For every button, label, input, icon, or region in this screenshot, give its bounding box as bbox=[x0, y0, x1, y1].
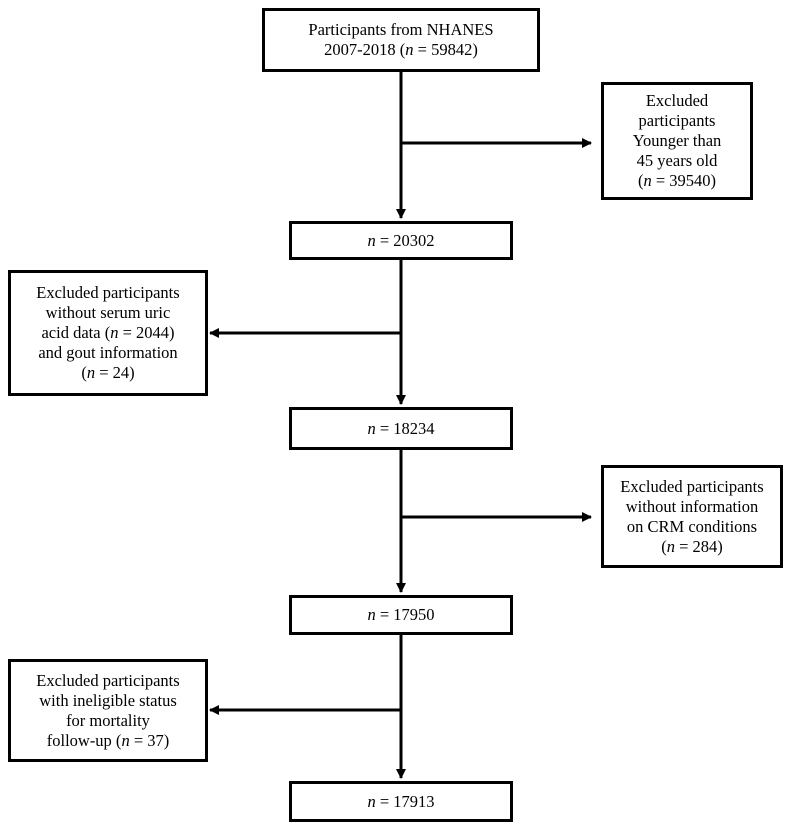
excluded-mortality-box: Excluded participants with ineligible st… bbox=[8, 659, 208, 762]
excl-crm-line2: without information bbox=[625, 496, 759, 516]
step2-label: n = 18234 bbox=[367, 418, 435, 438]
start-line1: Participants from NHANES bbox=[308, 20, 494, 39]
step4-box: n = 17913 bbox=[289, 781, 513, 822]
excl-mort-line4: follow-up (n = 37) bbox=[46, 730, 170, 750]
excl-uric-line1: Excluded participants bbox=[36, 283, 180, 302]
excl-mort-line1: Excluded participants bbox=[36, 670, 180, 690]
excluded-uric-box: Excluded participants without serum uric… bbox=[8, 270, 208, 396]
excl-crm-line3: on CRM conditions bbox=[626, 516, 758, 536]
step3-box: n = 17950 bbox=[289, 595, 513, 635]
step1-label: n = 20302 bbox=[367, 230, 435, 250]
excl-age-line3: Younger than bbox=[632, 131, 722, 150]
excl-mort-line2: with ineligible status bbox=[39, 690, 177, 710]
excl-crm-line1: Excluded participants bbox=[620, 476, 764, 496]
start-line2: 2007-2018 (n = 59842) bbox=[324, 40, 478, 59]
excl-uric-line5: (n = 24) bbox=[81, 363, 135, 382]
excl-mort-line3: for mortality bbox=[66, 710, 150, 730]
excl-uric-line2: without serum uric bbox=[45, 303, 171, 322]
excl-age-line4: 45 years old bbox=[636, 151, 718, 170]
excluded-age-box: Excluded participants Younger than 45 ye… bbox=[601, 82, 753, 200]
step1-box: n = 20302 bbox=[289, 221, 513, 260]
excluded-crm-box: Excluded participants without informatio… bbox=[601, 465, 783, 568]
step2-box: n = 18234 bbox=[289, 407, 513, 450]
excl-age-line5: (n = 39540) bbox=[637, 171, 717, 190]
start-box: Participants from NHANES 2007-2018 (n = … bbox=[262, 8, 540, 72]
excl-age-line2: participants bbox=[638, 111, 716, 130]
step4-label: n = 17913 bbox=[367, 791, 435, 811]
excl-crm-line4: (n = 284) bbox=[661, 536, 723, 556]
excl-uric-line3: acid data (n = 2044) bbox=[41, 323, 175, 342]
excl-age-line1: Excluded bbox=[645, 91, 709, 110]
step3-label: n = 17950 bbox=[367, 605, 435, 624]
excl-uric-line4: and gout information bbox=[38, 343, 178, 362]
